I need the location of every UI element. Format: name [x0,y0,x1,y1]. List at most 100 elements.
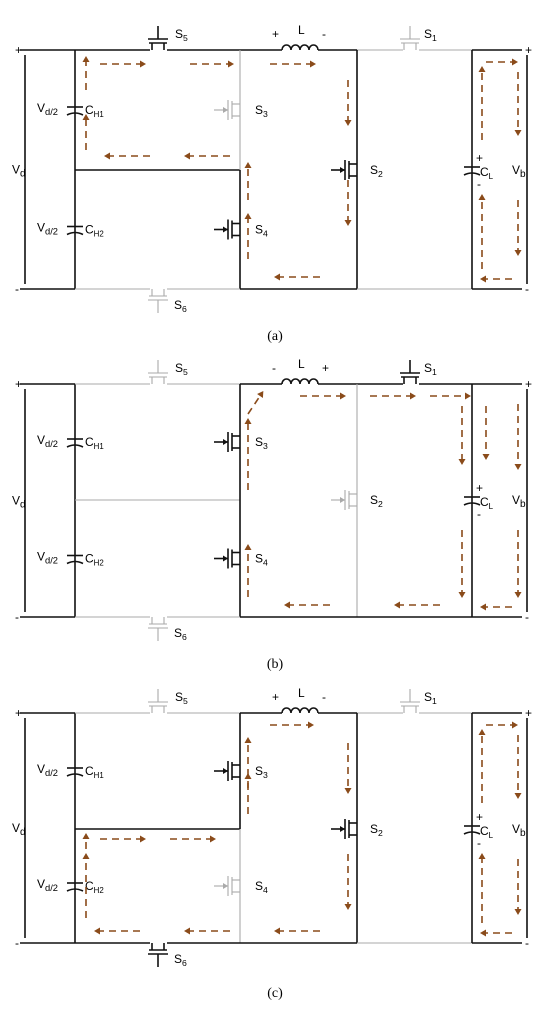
vb-label: Vb [512,822,526,839]
inductor-pol-right: - [322,27,326,41]
current-flow-arrow [247,395,261,415]
current-flow-arrowhead [478,729,486,735]
capacitor-plate [66,888,84,892]
switch-arrow [223,768,228,774]
cl-minus: - [477,836,481,850]
capacitor-cl [463,166,481,176]
current-flow-arrowhead [140,835,146,843]
switch-arrow [223,226,228,233]
switch-s4 [214,876,240,896]
current-flow-arrowhead [480,929,486,937]
switch-s6 [148,289,168,313]
s1-label: S1 [424,27,437,43]
inductor-label: L [298,686,305,700]
inductor-label: L [298,23,305,37]
cl-plus: + [476,810,483,824]
current-flow-arrowhead [514,250,522,256]
vd-half-bot-label: Vd/2 [37,550,58,566]
switch-s2 [331,160,357,180]
current-flow-arrowhead [284,601,290,609]
capacitor-ch1 [66,767,84,777]
vd-label: Vd [12,494,26,511]
current-flow-arrowhead [514,130,522,136]
capacitor-ch2 [66,554,84,565]
switch-s1 [400,689,420,713]
vb-minus: - [525,282,529,296]
ch2-label: CH2 [85,879,104,895]
capacitor-plate [66,231,84,236]
current-flow-arrowhead [274,273,280,281]
capacitor-cl [463,825,481,835]
current-flow-arrowhead [514,909,522,915]
s5-label: S5 [175,690,188,706]
current-flow-arrowhead [344,220,352,226]
current-flow-arrowhead [184,927,190,935]
switch-arrow [340,826,345,832]
inductor-pol-right: - [322,690,326,704]
current-flow-arrowhead [410,392,416,400]
capacitor-plate [66,444,84,448]
ch1-label: CH1 [85,435,104,451]
switch-arrow [223,107,228,113]
capacitor-ch1 [66,106,84,116]
switch-s4 [214,219,240,240]
vd-label: Vd [12,821,26,838]
cl-plus: + [476,481,483,495]
s2-label: S2 [370,163,383,179]
switch-arrow [340,167,345,173]
current-flow-arrowhead [512,721,518,729]
current-flow-arrowhead [274,927,280,935]
current-flow-arrowhead [257,391,264,398]
vd-half-top-label: Vd/2 [37,101,58,117]
panel-caption: (c) [267,986,283,1001]
s4-label: S4 [255,879,268,895]
current-flow-arrowhead [482,454,490,460]
switch-arrow [223,883,228,889]
switch-s6 [148,943,168,967]
capacitor-ch2 [66,882,84,892]
cl-label: CL [480,824,494,840]
cl-minus: - [477,507,481,521]
current-flow-arrowhead [458,459,466,465]
vb-plus: + [525,706,532,720]
ch1-label: CH1 [85,103,104,119]
s4-label: S4 [255,223,268,239]
current-flow-arrowhead [104,152,110,160]
vd-half-bot-label: Vd/2 [37,877,58,893]
ch2-label: CH2 [85,552,104,568]
s1-label: S1 [424,361,437,377]
vb-minus: - [525,936,529,950]
capacitor-ch2 [66,225,84,236]
current-flow-arrowhead [340,392,346,400]
current-flow-arrowhead [480,603,486,611]
switch-s5 [148,360,168,384]
cl-label: CL [480,165,494,181]
s6-label: S6 [174,298,187,314]
current-flow-arrowhead [480,275,486,283]
s4-label: S4 [255,552,268,568]
s6-label: S6 [174,952,187,968]
current-flow-arrowhead [244,162,252,168]
vd-label: Vd [12,163,26,180]
inductor-label: L [298,357,305,371]
current-flow-arrowhead [512,58,518,66]
switch-s1 [400,26,420,50]
current-flow-arrowhead [514,793,522,799]
switch-arrow [340,497,345,503]
capacitor-plate [463,502,481,506]
s3-label: S3 [255,764,268,780]
ch1-label: CH1 [85,764,104,780]
vb-label: Vb [512,493,526,510]
vd-half-top-label: Vd/2 [37,762,58,778]
s2-label: S2 [370,822,383,838]
current-flow-arrowhead [478,66,486,72]
current-flow-arrowhead [344,120,352,126]
capacitor-plate [463,172,481,176]
current-flow-arrowhead [82,853,90,859]
vd-half-top-label: Vd/2 [37,433,58,449]
inductor-pol-right: + [322,361,329,375]
current-flow-arrowhead [210,835,216,843]
s2-label: S2 [370,493,383,509]
